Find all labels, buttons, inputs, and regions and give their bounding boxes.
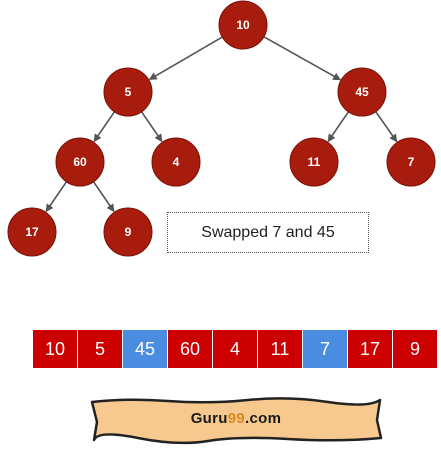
array-cell: 10: [33, 330, 78, 368]
tree-node-label: 10: [236, 18, 250, 32]
tree-node-circle: [151, 137, 201, 187]
tree-node-17: 17: [7, 207, 57, 257]
tree-node-circle: [55, 137, 105, 187]
tree-node-circle: [289, 137, 339, 187]
logo-prefix: Guru: [190, 409, 228, 427]
tree-node-label: 11: [308, 155, 321, 169]
tree-node-label: 7: [408, 155, 415, 169]
tree-node-label: 5: [125, 85, 132, 99]
logo-banner-shape: [90, 397, 383, 445]
tree-node-5: 5: [103, 67, 153, 117]
heap-tree: 10 5 45 60 4 11 7 17 9: [7, 0, 436, 257]
tree-edge-n2-n5: [327, 111, 350, 143]
tree-node-4: 4: [151, 137, 201, 187]
tree-edge-n1-n3: [93, 111, 116, 143]
tree-edge-n0-n1: [148, 36, 223, 81]
tree-nodes: 10 5 45 60 4 11 7 17 9: [7, 0, 436, 257]
tree-edge-n3-n8: [92, 181, 115, 213]
logo-suffix: .com: [245, 409, 282, 427]
tree-node-11: 11: [289, 137, 339, 187]
swap-note: Swapped 7 and 45: [167, 212, 369, 253]
tree-node-10: 10: [218, 0, 268, 50]
tree-node-45: 45: [337, 67, 387, 117]
tree-node-60: 60: [55, 137, 105, 187]
tree-node-label: 9: [125, 225, 132, 239]
array-cell: 4: [213, 330, 258, 368]
tree-node-circle: [386, 137, 436, 187]
array-cell-swapped: 45: [123, 330, 168, 368]
tree-edge-n2-n6: [375, 111, 398, 143]
tree-node-label: 45: [355, 85, 369, 99]
tree-node-circle: [103, 207, 153, 257]
tree-edge-n0-n2: [263, 36, 342, 81]
tree-node-label: 17: [25, 225, 39, 239]
tree-node-9: 9: [103, 207, 153, 257]
array-cell: 17: [348, 330, 393, 368]
tree-node-circle: [337, 67, 387, 117]
tree-node-label: 4: [173, 155, 180, 169]
logo-accent: 99: [227, 409, 246, 427]
tree-edge-n1-n4: [140, 111, 163, 143]
array-cell: 9: [393, 330, 437, 368]
tree-node-label: 60: [73, 155, 87, 169]
tree-node-circle: [7, 207, 57, 257]
array-cell: 11: [258, 330, 303, 368]
tree-node-circle: [103, 67, 153, 117]
array-cell: 60: [168, 330, 213, 368]
tree-node-7: 7: [386, 137, 436, 187]
array-cell: 5: [78, 330, 123, 368]
tree-edges: [45, 36, 398, 213]
array-cell-swapped: 7: [303, 330, 348, 368]
tree-edge-n3-n7: [45, 181, 68, 213]
tree-node-circle: [218, 0, 268, 50]
